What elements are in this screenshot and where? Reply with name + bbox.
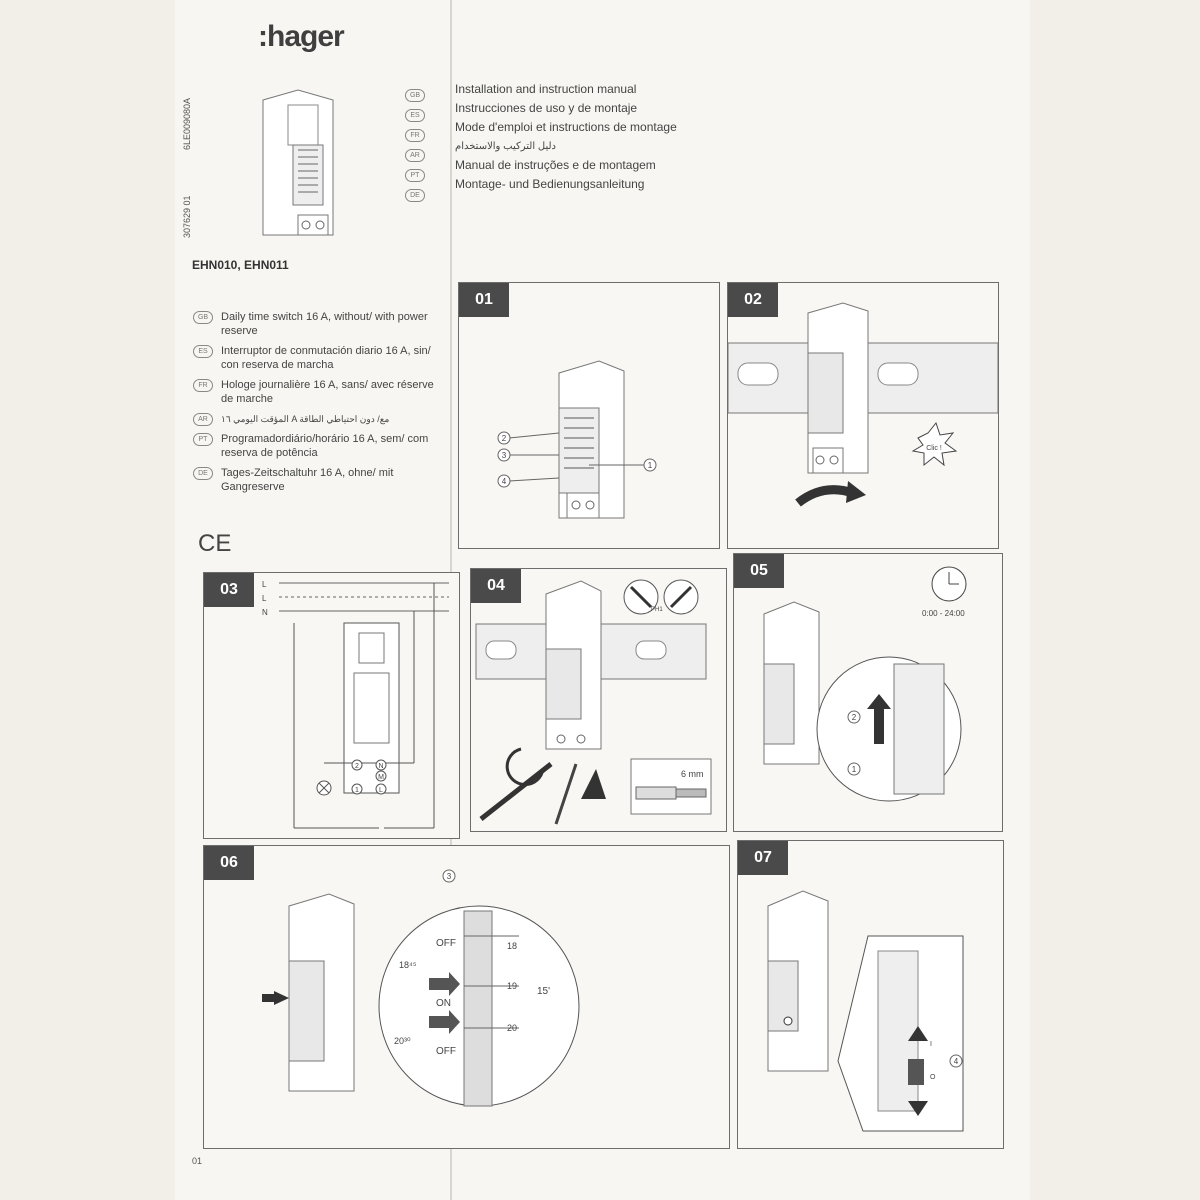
time-range: 0:00 - 24:00	[922, 609, 965, 618]
callout-3: 3	[447, 872, 452, 881]
hour-20: 20	[507, 1023, 517, 1033]
step-number: 04	[471, 569, 521, 603]
lang-badge: PT	[193, 433, 213, 446]
lang-badge: ES	[193, 345, 213, 358]
end-time: 20³⁰	[394, 1036, 411, 1046]
line-label: N	[262, 608, 268, 617]
start-time: 18⁴⁵	[399, 960, 417, 970]
manual-title: Installation and instruction manual	[455, 82, 637, 96]
on-label: ON	[436, 998, 451, 1009]
step-02-illustration: Clic !	[728, 302, 998, 507]
description-text: Daily time switch 16 A, without/ with po…	[221, 311, 428, 337]
language-badges: GB ES FR AR PT DE	[405, 84, 425, 204]
off-label: OFF	[436, 1046, 456, 1057]
minutes-label: 15'	[537, 986, 550, 997]
line-label: L	[262, 580, 267, 589]
position-i: I	[930, 1041, 932, 1048]
lang-badge: DE	[405, 189, 425, 202]
line-label: L	[262, 594, 267, 603]
manual-title: Instrucciones de uso y de montaje	[455, 101, 638, 115]
lang-badge: AR	[193, 413, 213, 426]
step-number: 05	[734, 554, 784, 588]
step-07-panel: 07 I O 4	[737, 840, 1004, 1149]
step-07-illustration: I O 4	[767, 890, 964, 1132]
off-label: OFF	[436, 938, 456, 949]
step-number: 01	[459, 283, 509, 317]
manual-title: Montage- und Bedienungsanleitung	[455, 177, 645, 191]
doc-code-a: 6LE009080A	[182, 97, 192, 150]
step-05-illustration: 0:00 - 24:00 2 1	[763, 566, 967, 802]
position-o: O	[930, 1074, 936, 1081]
click-label: Clic !	[926, 445, 942, 452]
hour-19: 19	[507, 981, 517, 991]
description-text: المؤقت اليومي ١٦ A مع/ دون احتياطي الطاق…	[221, 414, 390, 424]
terminal-l: L	[379, 787, 383, 794]
step-02-panel: 02 Clic !	[727, 282, 999, 549]
description-text: Tages-Zeitschaltuhr 16 A, ohne/ mit Gang…	[221, 467, 394, 493]
step-05-panel: 05 0:00 - 24:00 2 1	[733, 553, 1003, 832]
doc-code-b: 307629 01	[182, 195, 192, 238]
step-04-panel: 04 PH1 6 mm	[470, 568, 727, 832]
lang-badge: GB	[405, 89, 425, 102]
wiring-diagram: L L N 2 N M 1 L	[262, 580, 449, 829]
strip-length: 6 mm	[681, 769, 704, 779]
callout-4: 4	[502, 477, 507, 486]
hour-18: 18	[507, 941, 517, 951]
callout-4: 4	[954, 1057, 959, 1066]
terminal-1: 1	[355, 787, 359, 794]
model-number: EHN010, EHN011	[192, 258, 289, 272]
step-01-illustration: 2 3 4 1	[497, 360, 657, 519]
device-illustration	[262, 89, 334, 236]
step-number: 03	[204, 573, 254, 607]
product-descriptions: GB Daily time switch 16 A, without/ with …	[193, 310, 443, 500]
step-06-panel: 06 3 OFF 18⁴⁵ ON 20³⁰ OFF 18 19 20 15'	[203, 845, 730, 1149]
lang-badge: GB	[193, 311, 213, 324]
hager-logo: :hager	[258, 20, 345, 53]
callout-1: 1	[852, 765, 857, 774]
ce-mark: CE	[198, 530, 232, 557]
terminal-m: M	[378, 774, 384, 781]
description-text: Hologe journalière 16 A, sans/ avec rése…	[221, 379, 434, 405]
description-text: Programadordiário/horário 16 A, sem/ com…	[221, 433, 429, 459]
lang-badge: FR	[405, 129, 425, 142]
step-number: 06	[204, 846, 254, 880]
manual-title: Mode d'emploi et instructions de montage	[455, 120, 677, 134]
lang-badge: DE	[193, 467, 213, 480]
manual-title: دليل التركيب والاستخدام	[455, 141, 556, 152]
manual-title: Manual de instruções e de montagem	[455, 158, 656, 172]
terminal-2: 2	[355, 763, 359, 770]
callout-1: 1	[648, 461, 653, 470]
description-text: Interruptor de conmutación diario 16 A, …	[221, 345, 431, 371]
callout-2: 2	[852, 713, 857, 722]
lang-badge: ES	[405, 109, 425, 122]
tool-label: PH1	[651, 607, 663, 613]
step-number: 02	[728, 283, 778, 317]
manual-titles: Installation and instruction manual Inst…	[455, 80, 677, 194]
lang-badge: AR	[405, 149, 425, 162]
step-04-illustration: PH1 6 mm	[475, 579, 712, 825]
callout-2: 2	[502, 434, 507, 443]
lang-badge: FR	[193, 379, 213, 392]
step-06-illustration: 3 OFF 18⁴⁵ ON 20³⁰ OFF 18 19 20 15'	[262, 869, 580, 1107]
page-number: 01	[192, 1156, 203, 1166]
step-01-panel: 01 2 3 4 1	[458, 282, 720, 549]
step-03-panel: 03 L L N 2 N M 1 L	[203, 572, 460, 839]
lang-badge: PT	[405, 169, 425, 182]
callout-3: 3	[502, 451, 507, 460]
terminal-n: N	[378, 763, 383, 770]
step-number: 07	[738, 841, 788, 875]
